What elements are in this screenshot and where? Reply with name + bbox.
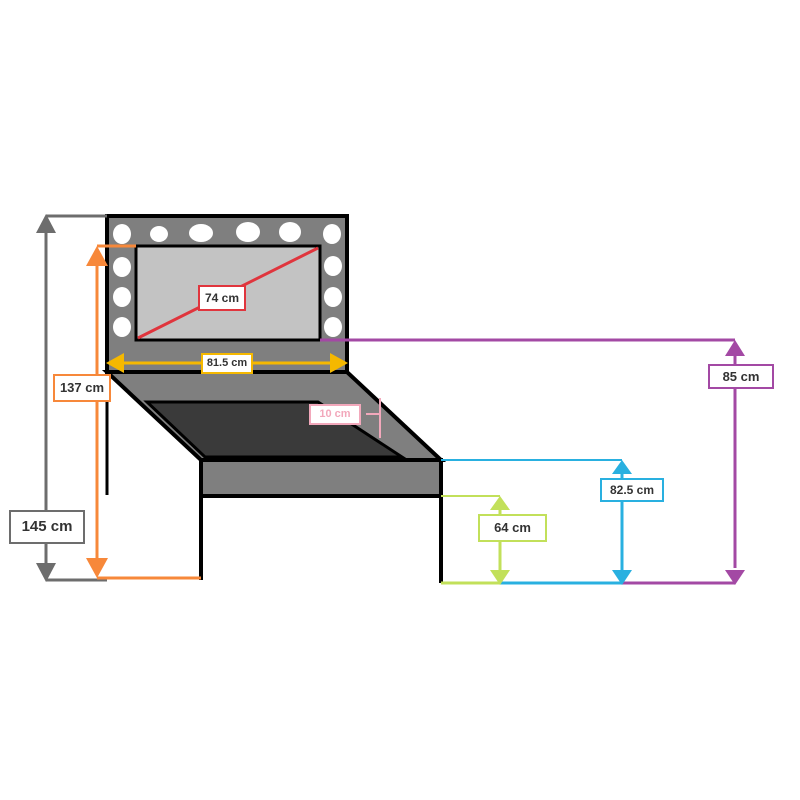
arrow-up-icon [725,340,745,356]
arrow-up-icon [36,214,56,233]
width-label: 81.5 cm [201,353,253,374]
border-depth-label: 10 cm [309,404,361,425]
bulb-icon [113,224,131,244]
bulb-icon [324,287,342,307]
mirror-diagonal-label: 74 cm [198,285,246,311]
arrow-up-icon [490,496,510,510]
desk-height-label: 82.5 cm [600,478,664,502]
bulb-icon [324,256,342,276]
arrow-down-icon [36,563,56,582]
rim-height-label: 85 cm [708,364,774,389]
bulb-icon [113,257,131,277]
arrow-up-icon [612,460,632,474]
mirror-height-dimension [86,244,201,580]
arrow-down-icon [725,570,745,585]
leg-height-label: 64 cm [478,514,547,542]
arrow-down-icon [86,558,108,578]
total-height-label: 145 cm [9,510,85,544]
desk-front [199,458,443,498]
mirror-height-label: 137 cm [53,374,111,402]
bulb-icon [324,317,342,337]
mirror-bulbs [113,222,342,337]
arrow-right-icon [330,353,348,373]
bulb-icon [323,224,341,244]
bulb-icon [279,222,301,242]
bulb-icon [150,226,168,242]
arrow-down-icon [490,570,510,585]
bulb-icon [113,287,131,307]
arrow-left-icon [106,353,124,373]
border-depth-dimension [366,398,381,438]
arrow-up-icon [86,246,108,266]
bulb-icon [189,224,213,242]
bulb-icon [236,222,260,242]
bulb-icon [113,317,131,337]
arrow-down-icon [612,570,632,585]
